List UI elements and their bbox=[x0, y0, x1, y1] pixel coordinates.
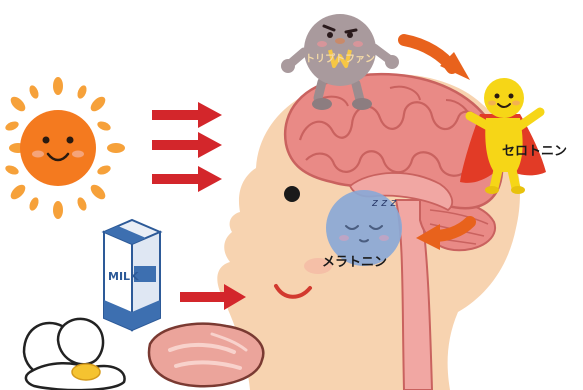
arrow-right-icon bbox=[152, 132, 222, 158]
curved-arrow-icon bbox=[404, 40, 470, 80]
eye bbox=[284, 186, 300, 202]
sun-icon bbox=[4, 77, 125, 219]
egg-icon bbox=[24, 319, 125, 390]
sleep-z-label: z z z bbox=[371, 196, 397, 209]
milk-carton-icon: MILK bbox=[104, 220, 160, 330]
meat-icon bbox=[149, 324, 263, 387]
arrow-group-sun bbox=[152, 102, 222, 192]
arrow-right-icon bbox=[152, 102, 222, 128]
melatonin-label: メラトニン bbox=[322, 255, 387, 270]
serotonin-label: セロトニン bbox=[502, 144, 567, 159]
tryptophan-label: トリプトファン bbox=[305, 52, 375, 65]
serotonin-character: セロトニン bbox=[460, 78, 567, 194]
arrow-right-icon bbox=[152, 166, 222, 192]
milk-label: MILK bbox=[108, 270, 139, 283]
